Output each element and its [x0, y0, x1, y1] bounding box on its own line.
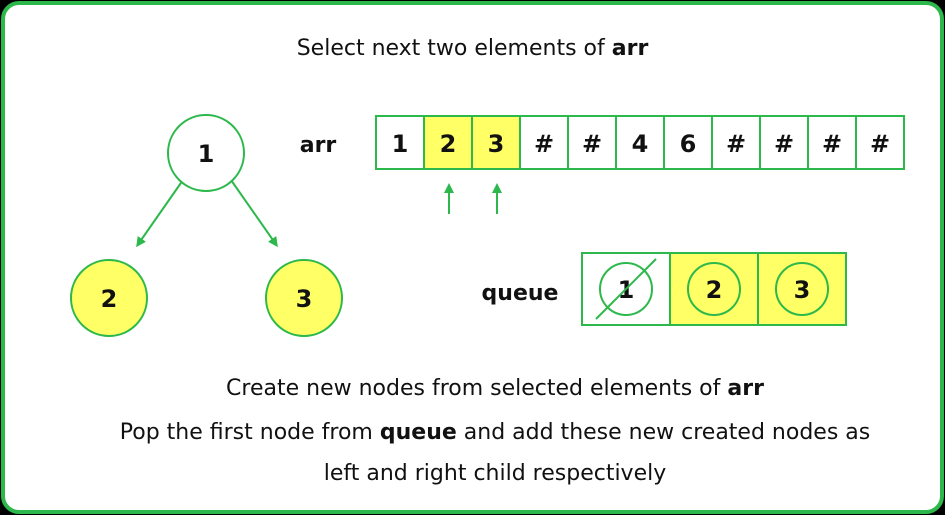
queue-node-circle — [775, 262, 829, 316]
queue-node-label: 2 — [706, 276, 723, 304]
caption-line-1-text: Create new nodes from selected elements … — [226, 376, 728, 401]
arr-label: arr — [300, 133, 337, 158]
arr-cell: # — [855, 115, 905, 170]
caption-line-3: left and right child respectively — [0, 461, 945, 486]
arr-cell: 3 — [471, 115, 521, 170]
caption-line-2-text: Pop the first node from — [119, 420, 380, 445]
arr-cell-value: # — [822, 130, 842, 158]
caption-line-2-bold: queue — [379, 420, 457, 445]
tree-node-left: 2 — [70, 259, 148, 337]
queue-label: queue — [482, 281, 559, 306]
caption-line-2: Pop the first node from queue and add th… — [0, 420, 945, 445]
arr-cell: 6 — [663, 115, 713, 170]
arr-cell-value: # — [870, 130, 890, 158]
arr-cell: # — [759, 115, 809, 170]
arr-cell-value: # — [534, 130, 554, 158]
caption-line-3-text: left and right child respectively — [323, 461, 667, 486]
arr-cell: # — [711, 115, 761, 170]
strike-through-line — [595, 258, 657, 320]
arr-cell-value: 4 — [632, 130, 649, 158]
arr-cell: 1 — [375, 115, 425, 170]
queue-node-label: 3 — [794, 276, 811, 304]
heading-text: Select next two elements of — [296, 36, 612, 61]
arr-cell-value: 2 — [440, 130, 457, 158]
caption-line-1-bold: arr — [727, 376, 764, 401]
arr-cell-value: # — [774, 130, 794, 158]
arr-cell-value: 3 — [488, 130, 505, 158]
queue-node-circle — [687, 262, 741, 316]
arr-cell-value: # — [726, 130, 746, 158]
queue-cell: 2 — [669, 252, 759, 326]
arr-cell: # — [567, 115, 617, 170]
queue-cell: 1 — [581, 252, 671, 326]
caption-line-1: Create new nodes from selected elements … — [0, 376, 945, 401]
queue-box: 1 2 3 — [581, 252, 847, 326]
arr-cell-value: 6 — [680, 130, 697, 158]
queue-cell: 3 — [757, 252, 847, 326]
arr-cell-value: # — [582, 130, 602, 158]
arr-array: 1 2 3 # #4 6 # # # # — [375, 115, 905, 170]
caption-line-2-suffix: and add these new created nodes as — [456, 420, 871, 445]
arr-cell: 4 — [615, 115, 665, 170]
tree-node-right: 3 — [265, 259, 343, 337]
heading-bold: arr — [611, 36, 649, 61]
tree-node-left-label: 2 — [101, 285, 118, 313]
tree-node-root-label: 1 — [198, 140, 215, 168]
arr-cell-value: 1 — [392, 130, 409, 158]
tree-edge-right — [230, 179, 278, 248]
tree-node-root: 1 — [167, 114, 245, 192]
arr-cell: # — [519, 115, 569, 170]
tree-edge-left — [136, 179, 184, 248]
arr-cell: 2 — [423, 115, 473, 170]
heading: Select next two elements of arr — [0, 36, 945, 61]
tree-node-right-label: 3 — [296, 285, 313, 313]
arr-cell: # — [807, 115, 857, 170]
